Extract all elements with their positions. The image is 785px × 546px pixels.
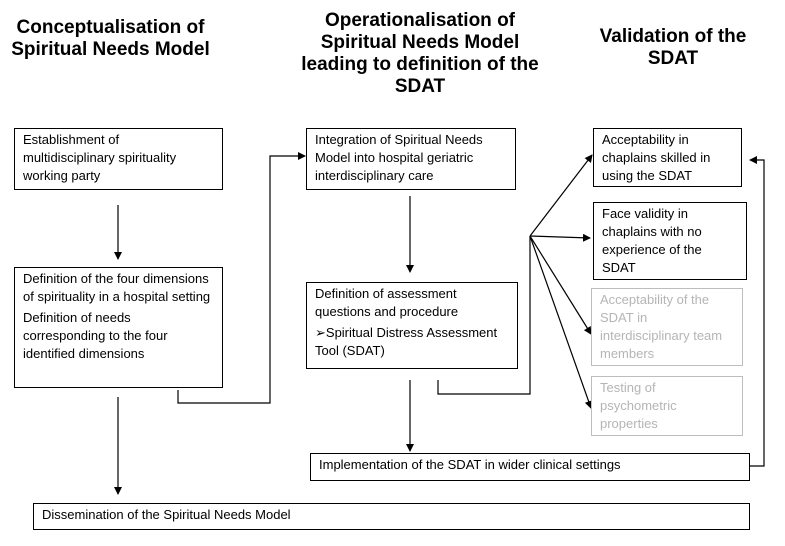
psychometric-box: Testing of psychometric properties [591, 376, 743, 436]
definition-dimensions-text: Definition of the four dimensions of spi… [23, 271, 211, 304]
sdat-item-text: ➢Spiritual Distress Assessment Tool (SDA… [315, 325, 498, 358]
acceptability-team-box: Acceptability of the SDAT in interdiscip… [591, 288, 743, 366]
integration-box: Integration of Spiritual Needs Model int… [306, 128, 516, 190]
dissemination-text: Dissemination of the Spiritual Needs Mod… [42, 507, 291, 522]
acceptability-chaplains-text: Acceptability in chaplains skilled in us… [602, 132, 711, 183]
arrow-implementation-to-acceptability [749, 156, 765, 467]
definition-needs-text: Definition of needs corresponding to the… [23, 310, 168, 361]
connector-assessment-to-fanout [437, 236, 531, 395]
dissemination-box: Dissemination of the Spiritual Needs Mod… [33, 503, 750, 530]
heading-operationalisation: Operationalisation of Spiritual Needs Mo… [301, 10, 539, 97]
acceptability-chaplains-box: Acceptability in chaplains skilled in us… [593, 128, 742, 187]
arrow-to-acceptability-chaplains [529, 154, 593, 237]
face-validity-box: Face validity in chaplains with no exper… [593, 202, 747, 280]
face-validity-text: Face validity in chaplains with no exper… [602, 206, 702, 275]
acceptability-team-text: Acceptability of the SDAT in interdiscip… [600, 292, 723, 361]
assessment-box: Definition of assessment questions and p… [306, 282, 518, 369]
arrow-to-psychometric [529, 235, 593, 409]
establishment-box: Establishment of multidisciplinary spiri… [14, 128, 223, 190]
establishment-text: Establishment of multidisciplinary spiri… [23, 132, 177, 183]
assessment-definition-text: Definition of assessment questions and p… [315, 286, 459, 319]
heading-validation: Validation of the SDAT [599, 26, 747, 69]
arrow-to-acceptability-team [529, 235, 592, 335]
psychometric-text: Testing of psychometric properties [600, 380, 677, 431]
definition-box: Definition of the four dimensions of spi… [14, 267, 223, 388]
arrow-to-face-validity [529, 233, 591, 242]
implementation-box: Implementation of the SDAT in wider clin… [310, 453, 750, 481]
heading-conceptualisation: Conceptualisation of Spiritual Needs Mod… [11, 17, 210, 60]
arrow-definition-to-integration [177, 152, 306, 404]
integration-text: Integration of Spiritual Needs Model int… [315, 132, 483, 183]
implementation-text: Implementation of the SDAT in wider clin… [319, 457, 621, 472]
